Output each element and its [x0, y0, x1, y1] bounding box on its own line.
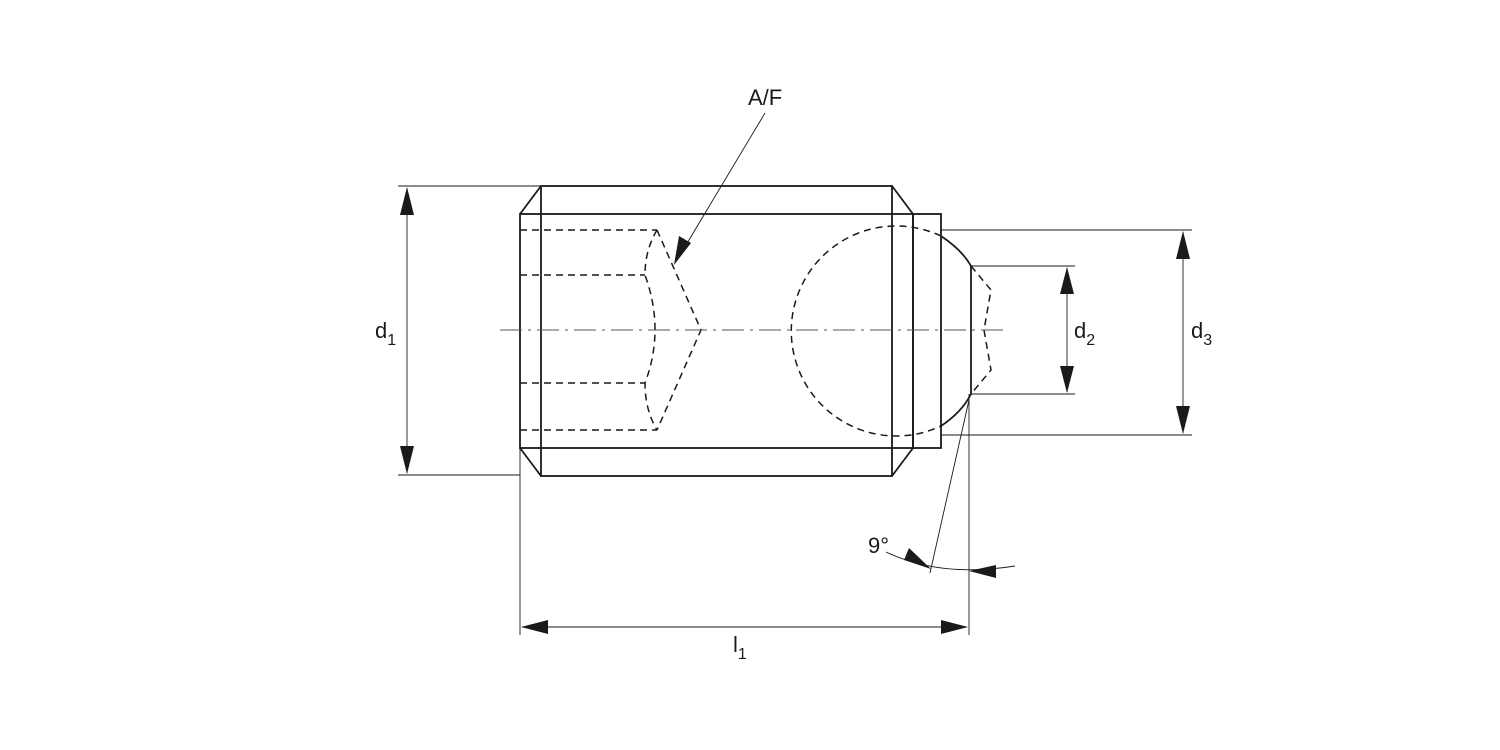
dimension-d1: d1	[375, 185, 541, 476]
d2-arrow-top	[1060, 267, 1074, 294]
right-bottom-chamfer	[891, 447, 914, 477]
screw-body	[519, 185, 942, 477]
ball-hidden-flat	[970, 265, 992, 395]
d2-arrow-bottom	[1060, 366, 1074, 393]
angle-extension-line	[929, 399, 970, 574]
d3-arrow-top	[1176, 231, 1190, 259]
angle-label: 9°	[868, 533, 889, 558]
d2-label: d2	[1074, 318, 1095, 349]
d3-label: d3	[1191, 318, 1212, 349]
body-thread-outline	[540, 185, 893, 477]
d1-label: d1	[375, 318, 396, 349]
left-top-chamfer	[519, 185, 542, 215]
dimension-d2: d2	[971, 265, 1095, 395]
af-label: A/F	[748, 85, 782, 110]
dimension-l1: l1	[519, 394, 970, 663]
d1-arrow-bottom	[400, 446, 414, 474]
l1-arrow-right	[941, 620, 968, 634]
l1-label: l1	[733, 632, 747, 663]
af-leader-arrow	[674, 236, 691, 265]
ball-hidden-circle	[790, 225, 942, 437]
d3-arrow-bottom	[1176, 406, 1190, 434]
left-bottom-chamfer	[519, 447, 542, 477]
across-flats-leader: A/F	[674, 85, 782, 265]
ball-upper-arc	[940, 235, 972, 267]
dimension-d3: d3	[941, 229, 1212, 436]
body-core-outline	[519, 213, 914, 449]
l1-arrow-left	[521, 620, 548, 634]
angle-arrow-right	[969, 565, 996, 578]
ball-housing-lip	[912, 213, 942, 449]
socket-hex-profile	[644, 229, 658, 431]
d1-arrow-top	[400, 187, 414, 215]
angle-arc	[885, 551, 1016, 571]
angle-arrow-left	[904, 548, 931, 569]
right-top-chamfer	[891, 185, 914, 215]
dimension-angle: 9°	[868, 399, 1016, 578]
af-leader-line	[682, 112, 766, 251]
